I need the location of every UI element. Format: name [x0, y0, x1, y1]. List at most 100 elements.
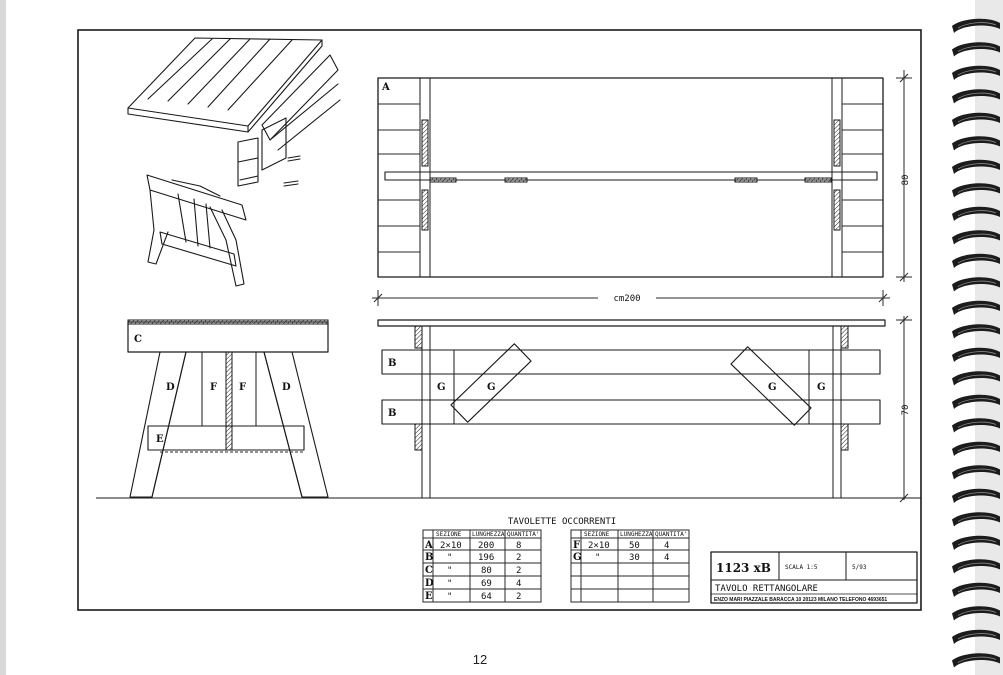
spiral-coil-highlight: [957, 445, 997, 452]
svg-text:30: 30: [629, 553, 640, 563]
end-view: C D F F D E: [127, 319, 329, 498]
width-dimension-label: 80: [901, 175, 911, 186]
svg-text:": ": [595, 553, 600, 563]
top-beam-label: C: [134, 334, 142, 345]
spiral-coil: [952, 324, 1000, 339]
table-row: G " 30 4: [573, 552, 669, 563]
table-row: E " 64 2: [425, 591, 521, 602]
svg-text:8: 8: [516, 541, 521, 551]
spiral-coil: [952, 371, 1000, 386]
spiral-coil: [952, 183, 1000, 198]
spiral-coil-highlight: [957, 22, 997, 29]
svg-text:D: D: [425, 578, 434, 589]
table-header-length: LUNGHEZZA: [620, 531, 653, 538]
parts-table-title: TAVOLETTE OCCORRENTI: [508, 517, 616, 527]
spiral-coil: [952, 347, 1000, 362]
title-block-scale: SCALA 1:5: [785, 564, 818, 571]
svg-text:": ": [447, 592, 452, 602]
spiral-coil-highlight: [957, 656, 997, 663]
spiral-coil-highlight: [957, 280, 997, 287]
table-header-length: LUNGHEZZA: [472, 531, 505, 538]
table-row: C " 80 2: [425, 565, 521, 576]
spiral-coil-highlight: [957, 562, 997, 569]
brace-label-post-left: G: [437, 382, 446, 393]
spiral-coil-highlight: [957, 539, 997, 546]
spiral-coil-highlight: [957, 374, 997, 381]
table-row: B " 196 2: [425, 552, 521, 563]
spiral-coil-highlight: [957, 468, 997, 475]
svg-text:200: 200: [478, 541, 494, 551]
title-block-date: 5/93: [852, 564, 867, 571]
bench-rail-label-bottom: B: [388, 408, 396, 419]
spiral-coil-highlight: [957, 421, 997, 428]
length-dimension: [372, 290, 890, 306]
svg-text:G: G: [573, 552, 582, 563]
svg-text:2: 2: [516, 553, 521, 563]
spiral-coil-highlight: [957, 210, 997, 217]
spiral-coil: [952, 535, 1000, 550]
svg-text:50: 50: [629, 541, 640, 551]
spiral-coil-highlight: [957, 116, 997, 123]
svg-text:69: 69: [481, 579, 492, 589]
spiral-coil: [952, 488, 1000, 503]
brace-label-post-right: G: [817, 382, 826, 393]
spiral-coil-highlight: [957, 351, 997, 358]
spiral-coil-highlight: [957, 586, 997, 593]
spiral-binding: [952, 0, 1003, 675]
side-view: B B G G G G: [377, 319, 886, 499]
spiral-coil: [952, 441, 1000, 456]
plan-view: A: [377, 77, 884, 278]
spiral-coil-highlight: [957, 398, 997, 405]
svg-text:4: 4: [664, 553, 669, 563]
spiral-coil: [952, 512, 1000, 527]
spiral-coil-highlight: [957, 327, 997, 334]
spiral-coil: [952, 253, 1000, 268]
brace-label-diag-left: G: [487, 382, 496, 393]
spiral-coil-highlight: [957, 633, 997, 640]
svg-text:B: B: [425, 552, 433, 563]
svg-text:": ": [447, 566, 452, 576]
svg-text:196: 196: [478, 553, 494, 563]
spiral-coil: [952, 465, 1000, 480]
svg-text:A: A: [424, 540, 433, 551]
spiral-coil: [952, 418, 1000, 433]
svg-text:80: 80: [481, 566, 492, 576]
spiral-coil: [952, 653, 1000, 668]
spiral-coil: [952, 89, 1000, 104]
leg-inner-label-right: F: [239, 382, 246, 393]
bench-rail-label-top: B: [388, 358, 396, 369]
spiral-coil: [952, 230, 1000, 245]
table-row: A 2×10 200 8: [424, 540, 521, 551]
spiral-coil-highlight: [957, 139, 997, 146]
spiral-coil: [952, 629, 1000, 644]
leg-outer-label-left: D: [166, 382, 175, 393]
title-block-name: TAVOLO RETTANGOLARE: [715, 584, 818, 594]
leg-inner-label-left: F: [210, 382, 217, 393]
spiral-coil: [952, 606, 1000, 621]
spiral-coil-highlight: [957, 515, 997, 522]
spiral-coil: [952, 277, 1000, 292]
svg-text:4: 4: [516, 579, 521, 589]
spiral-coil: [952, 559, 1000, 574]
svg-text:C: C: [425, 565, 433, 576]
spiral-coil: [952, 582, 1000, 597]
spiral-coil-highlight: [957, 186, 997, 193]
spiral-coil: [952, 206, 1000, 221]
spiral-coil-highlight: [957, 609, 997, 616]
plan-view-label: A: [381, 82, 390, 93]
spiral-coil: [952, 42, 1000, 57]
spiral-coil-highlight: [957, 163, 997, 170]
table-header-quantity: QUANTITA': [655, 531, 688, 538]
svg-text:2: 2: [516, 566, 521, 576]
spiral-coil: [952, 300, 1000, 315]
spiral-coil-highlight: [957, 304, 997, 311]
title-block: [710, 551, 918, 604]
crossbar-label: E: [156, 434, 164, 445]
spiral-coil: [952, 136, 1000, 151]
svg-text:64: 64: [481, 592, 492, 602]
width-dimension: [896, 70, 912, 282]
page-number: 12: [472, 652, 488, 667]
svg-text:F: F: [573, 540, 580, 551]
spiral-coil: [952, 65, 1000, 80]
